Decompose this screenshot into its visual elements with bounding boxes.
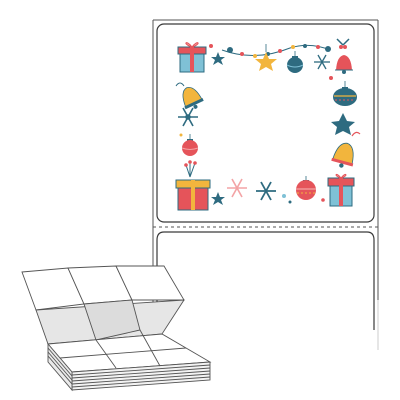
snowflake-icon bbox=[227, 178, 247, 198]
fanfold-label-stack bbox=[21, 265, 212, 392]
ornament-icon bbox=[333, 81, 357, 106]
star-icon bbox=[211, 52, 225, 65]
bell-icon bbox=[331, 142, 354, 168]
gift-icon bbox=[327, 173, 355, 207]
star-icon bbox=[331, 113, 355, 135]
holly-sprig-icon bbox=[184, 160, 197, 178]
snowflake-icon bbox=[314, 54, 330, 70]
label-1 bbox=[156, 23, 375, 223]
gift-icon bbox=[177, 42, 207, 73]
ornament-icon bbox=[296, 176, 316, 200]
bell-icon bbox=[182, 86, 204, 110]
gift-icon bbox=[175, 179, 211, 211]
snowflake-icon bbox=[178, 107, 198, 127]
holly-sprig-icon bbox=[336, 38, 350, 49]
string-lights-icon bbox=[221, 44, 331, 58]
star-icon bbox=[211, 192, 225, 205]
christmas-frame bbox=[175, 38, 361, 211]
bell-icon bbox=[335, 55, 353, 74]
star-icon bbox=[255, 52, 277, 71]
ornament-icon bbox=[181, 134, 199, 156]
label-sheet bbox=[152, 19, 379, 350]
snowflake-icon bbox=[256, 181, 276, 201]
ornament-icon bbox=[286, 51, 304, 73]
label-2 bbox=[156, 231, 375, 330]
